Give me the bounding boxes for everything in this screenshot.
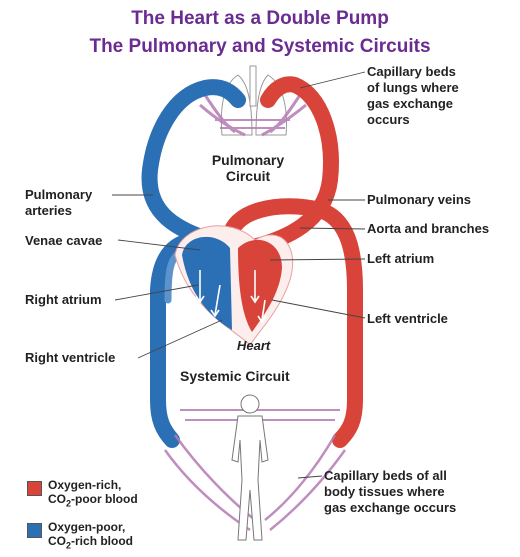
pulmonary-vein-vessel bbox=[232, 76, 339, 258]
legend-label-oxygen-poor: Oxygen-poor, CO2-rich blood bbox=[48, 520, 134, 551]
label-pulmonary-arteries: Pulmonary arteries bbox=[25, 187, 93, 218]
legend-label-oxygen-rich: Oxygen-rich, CO2-poor blood bbox=[48, 478, 138, 509]
label-right-atrium: Right atrium bbox=[25, 292, 102, 307]
heart-illustration bbox=[174, 225, 294, 346]
label-systemic-circuit: Systemic Circuit bbox=[180, 368, 290, 384]
left-heart-chambers bbox=[238, 239, 282, 332]
label-capillary-body: Capillary beds of all body tissues where… bbox=[324, 468, 457, 515]
leader-lines bbox=[112, 71, 366, 479]
legend-swatch-oxygen-poor bbox=[27, 523, 42, 538]
human-figure-illustration bbox=[231, 394, 269, 541]
right-heart-chambers bbox=[182, 236, 232, 330]
label-right-ventricle: Right ventricle bbox=[25, 350, 116, 365]
label-aorta: Aorta and branches bbox=[367, 221, 490, 236]
aorta-vessel bbox=[222, 198, 363, 448]
label-heart: Heart bbox=[237, 338, 271, 353]
label-venae-cavae: Venae cavae bbox=[25, 233, 103, 248]
label-pulmonary-circuit: Pulmonary Circuit bbox=[211, 152, 285, 184]
label-capillary-lungs: Capillary beds of lungs where gas exchan… bbox=[367, 64, 459, 127]
label-left-atrium: Left atrium bbox=[367, 251, 435, 266]
legend-swatch-oxygen-rich bbox=[27, 481, 42, 496]
label-left-ventricle: Left ventricle bbox=[367, 311, 448, 326]
label-pulmonary-veins: Pulmonary veins bbox=[367, 192, 472, 207]
lung-capillary-bed bbox=[199, 94, 307, 137]
title-line-2: The Pulmonary and Systemic Circuits bbox=[89, 36, 431, 57]
pulmonary-artery-vessel bbox=[141, 79, 246, 248]
title-line-1: The Heart as a Double Pump bbox=[131, 8, 389, 29]
